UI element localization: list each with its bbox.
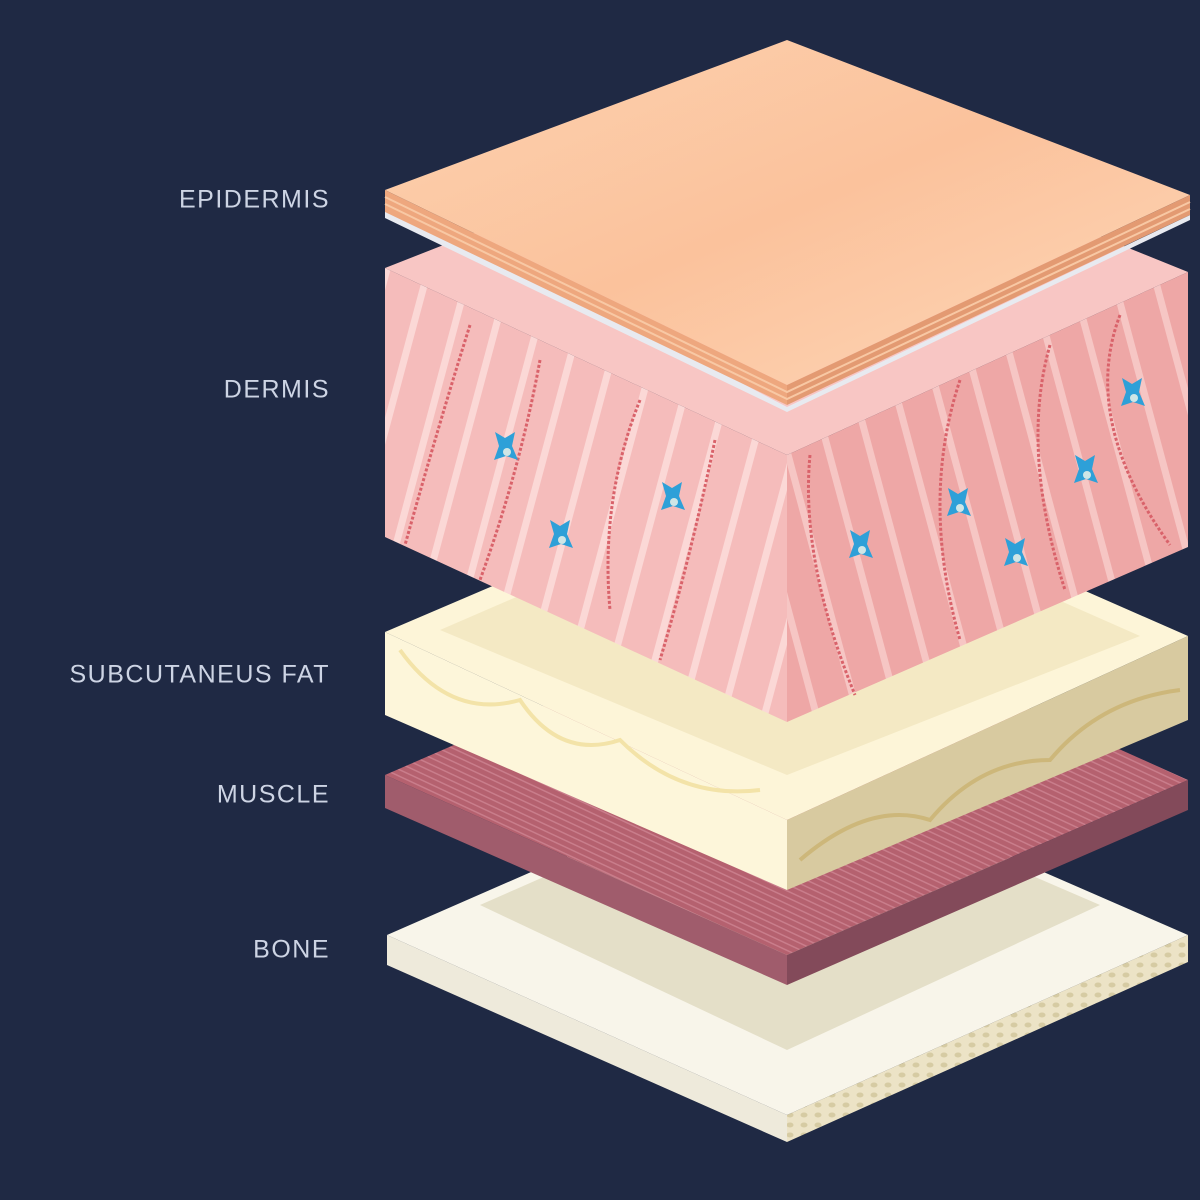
epidermis-layer	[384, 40, 1191, 412]
cell-icon	[661, 482, 685, 510]
cell-icon	[494, 432, 518, 460]
label-epidermis: EPIDERMIS	[178, 185, 330, 214]
label-muscle: MUSCLE	[216, 780, 330, 809]
fiber-strands	[403, 314, 1172, 696]
label-dermis: DERMIS	[223, 375, 330, 404]
cell-icon	[549, 520, 573, 548]
cell-icon	[1004, 538, 1028, 566]
cell-icon	[849, 530, 873, 558]
cell-icon	[1121, 378, 1145, 406]
cell-icon	[1074, 455, 1098, 483]
cell-icon	[947, 488, 971, 516]
label-bone: BONE	[253, 935, 330, 964]
dermal-cells	[494, 378, 1145, 566]
label-subcutaneous-fat: SUBCUTANEUS FAT	[69, 660, 330, 689]
